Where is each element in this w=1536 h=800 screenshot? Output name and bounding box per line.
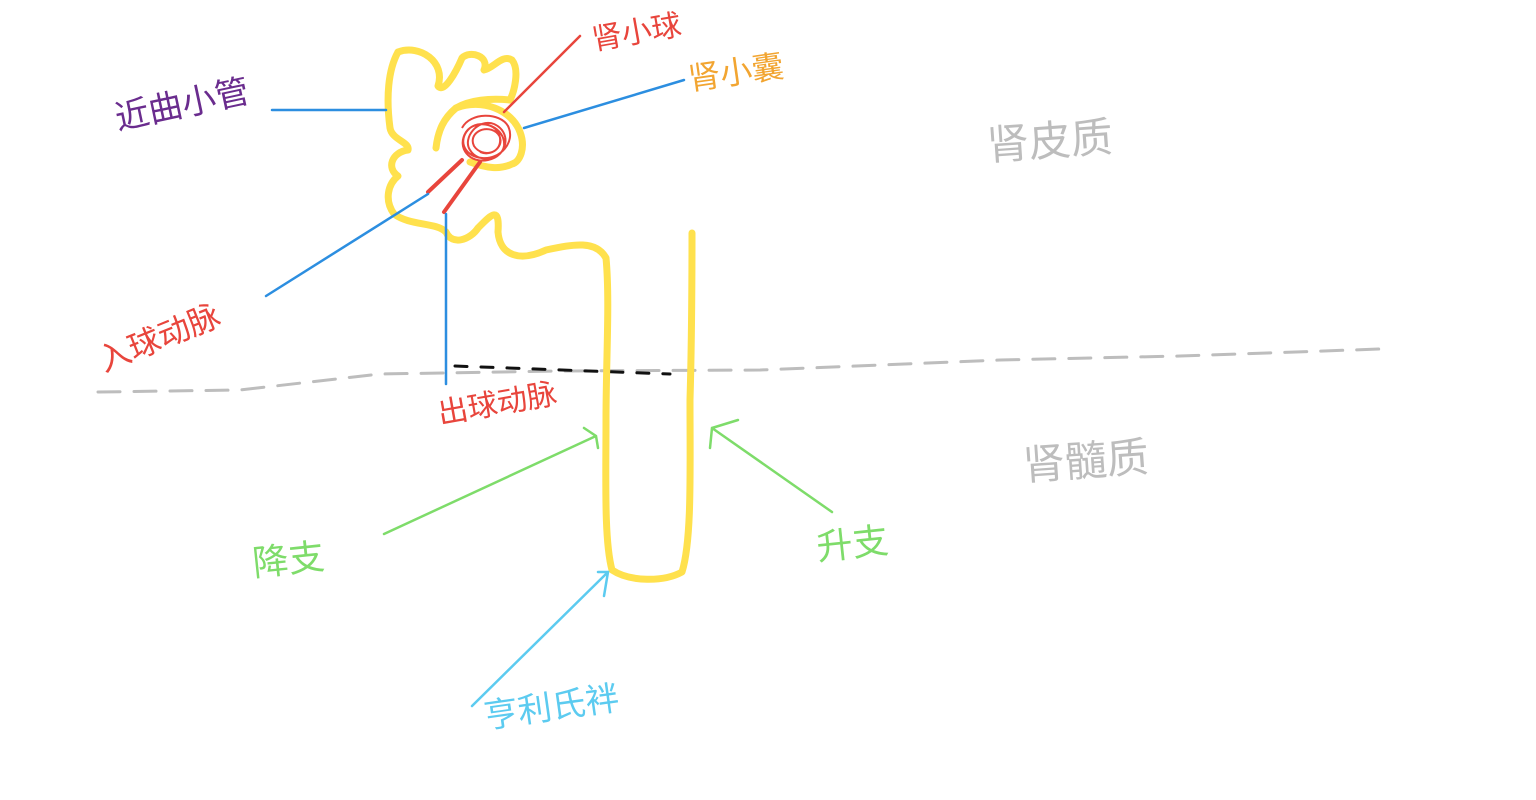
bowman-capsule <box>452 101 526 172</box>
label-loop-of-henle: 亨利氏袢 <box>482 678 622 737</box>
label-proximal-tubule: 近曲小管 <box>112 71 253 138</box>
nephron-drawing <box>384 46 696 583</box>
pointer-loop-of-henle <box>470 570 610 708</box>
efferent-arteriole-vessel <box>442 160 482 214</box>
pointer-afferent-arteriole <box>264 192 430 298</box>
label-glomerulus: 肾小球 <box>589 8 684 58</box>
label-renal-cortex: 肾皮质 <box>985 112 1114 170</box>
pointer-lines <box>264 34 834 708</box>
pointer-glomerulus <box>502 34 582 114</box>
afferent-arteriole-vessel <box>426 158 464 194</box>
label-renal-medulla: 肾髓质 <box>1021 432 1150 490</box>
cortex-medulla-boundary <box>96 347 1382 394</box>
pointer-bowman-capsule <box>522 78 686 130</box>
glomerulus-scribble <box>461 114 511 162</box>
pointer-descending-limb <box>382 426 600 536</box>
label-ascending-limb: 升支 <box>815 521 891 569</box>
label-efferent-arteriole: 出球动脉 <box>435 377 559 432</box>
label-descending-limb: 降支 <box>251 537 327 585</box>
boundary-black-dashes <box>453 364 672 376</box>
label-bowman-capsule: 肾小囊 <box>686 47 786 98</box>
proximal-convoluted-tubule <box>384 48 696 583</box>
pointer-ascending-limb <box>708 418 834 514</box>
arterioles <box>426 158 482 214</box>
label-afferent-arteriole: 入球动脉 <box>93 296 226 379</box>
